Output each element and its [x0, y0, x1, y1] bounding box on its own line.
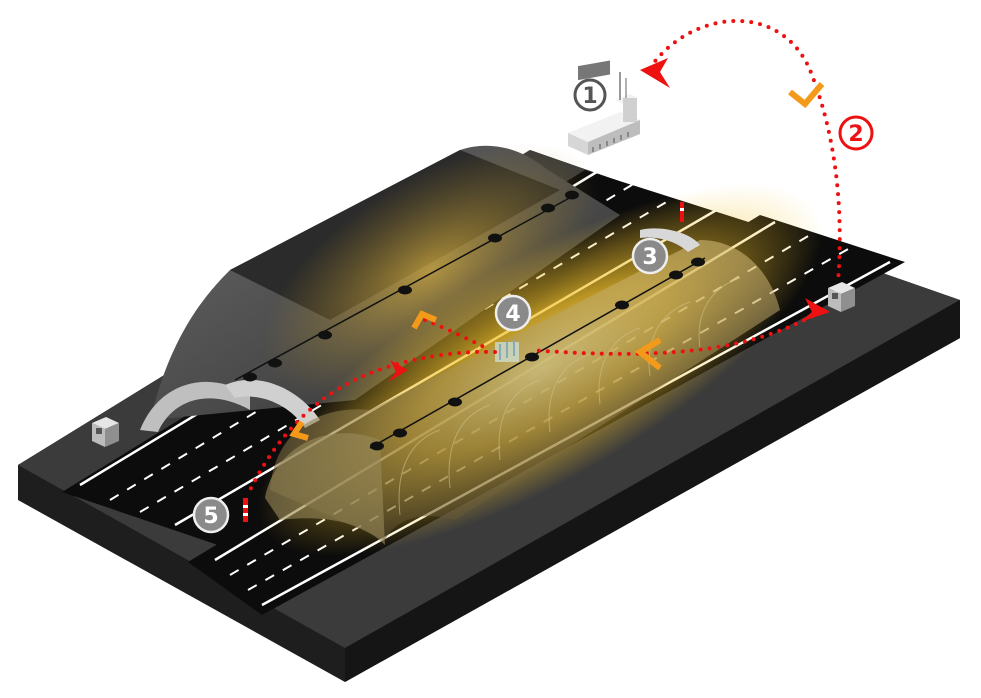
badge-3-label: 3 [642, 245, 657, 270]
signal-paths [248, 19, 842, 492]
signal-path-building-to-cabinet [648, 19, 842, 284]
roadside-cabinet-icon [828, 282, 855, 312]
badge-4-label: 4 [505, 302, 520, 327]
roadside-cabinet-icon [92, 417, 119, 447]
chevron-down-icon [788, 82, 825, 109]
barrier-post-icon [243, 498, 248, 522]
badge-2-label: 2 [848, 122, 863, 147]
portal-right [640, 228, 700, 252]
signal-path-cabinet-to-sensor [528, 310, 822, 356]
signal-path-sensor-link [423, 318, 492, 352]
barrier-post-icon [680, 202, 684, 222]
badge-2: 2 [838, 115, 874, 151]
tunnel-lamps-left [243, 190, 579, 382]
badge-1-label: 1 [582, 84, 597, 109]
direction-chevrons [289, 82, 825, 441]
chevron-left-icon [634, 337, 662, 371]
portal-hood-left [578, 60, 610, 81]
arrow-mid [388, 360, 408, 382]
control-building-icon [568, 72, 640, 155]
badge-4: 4 [494, 294, 532, 332]
chevron-up-icon [411, 310, 438, 330]
badge-1: 1 [573, 78, 607, 112]
tunnel-lamps-right [370, 257, 705, 451]
badge-3: 3 [631, 237, 669, 275]
signal-arrowheads [388, 58, 830, 382]
tube-ribs [398, 277, 741, 516]
arrow-to-building [640, 58, 670, 88]
badge-5: 5 [192, 496, 230, 534]
tunnel-left [140, 60, 620, 432]
tunnel-right [257, 183, 823, 557]
chevron-down-left-icon [289, 420, 309, 441]
badge-5-label: 5 [203, 504, 218, 529]
sensor-panel-icon [495, 340, 519, 362]
arrow-to-cabinet [800, 298, 830, 322]
